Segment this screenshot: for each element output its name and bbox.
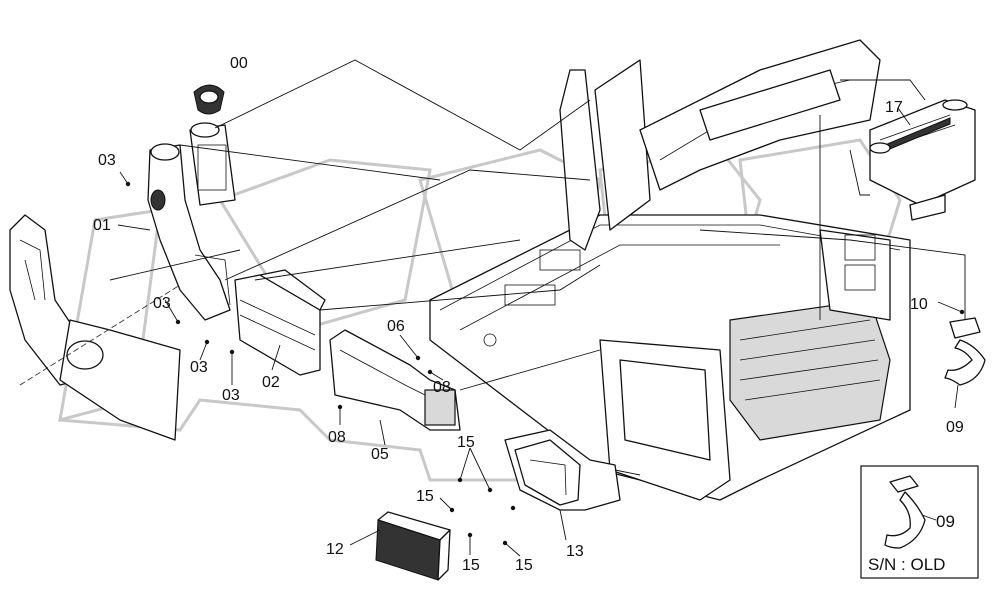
screw-15f	[510, 505, 516, 511]
inset-old-serial: 09 S/N : OLD	[860, 465, 979, 579]
part-10-09-assembly	[944, 317, 986, 386]
label-08-a: 08	[328, 429, 346, 446]
part-05-duct	[329, 329, 461, 431]
label-10: 10	[910, 296, 928, 313]
label-17: 17	[885, 99, 903, 116]
part-labels: 00 03 01 03 03 03 02 06 08 08 05 15 15 1…	[93, 55, 964, 574]
part-01-duct	[147, 122, 236, 321]
label-leaders	[117, 107, 963, 557]
label-06: 06	[387, 318, 405, 335]
label-15-c: 15	[462, 557, 480, 574]
label-00: 00	[230, 55, 248, 72]
label-15-a: 15	[457, 434, 475, 451]
label-01: 01	[93, 217, 111, 234]
label-09: 09	[946, 419, 964, 436]
label-12: 12	[326, 541, 344, 558]
label-03-d: 03	[222, 387, 240, 404]
part-13-housing	[504, 429, 621, 511]
cab-body	[429, 39, 911, 501]
label-13: 13	[566, 543, 584, 560]
assembly-lines	[19, 59, 966, 476]
label-15-b: 15	[416, 488, 434, 505]
label-02: 02	[262, 374, 280, 391]
label-03-c: 03	[190, 359, 208, 376]
part-12-filter	[375, 511, 451, 581]
part-02-duct	[234, 269, 326, 376]
inset-part-label: 09	[936, 512, 955, 531]
inset-caption: S/N : OLD	[868, 555, 945, 574]
part-17-box	[869, 99, 976, 221]
label-05: 05	[371, 446, 389, 463]
side-panel	[9, 214, 181, 441]
part-00-cap	[193, 84, 225, 115]
label-03-a: 03	[98, 152, 116, 169]
label-08-b: 08	[433, 379, 451, 396]
label-15-d: 15	[515, 557, 533, 574]
label-03-b: 03	[153, 295, 171, 312]
